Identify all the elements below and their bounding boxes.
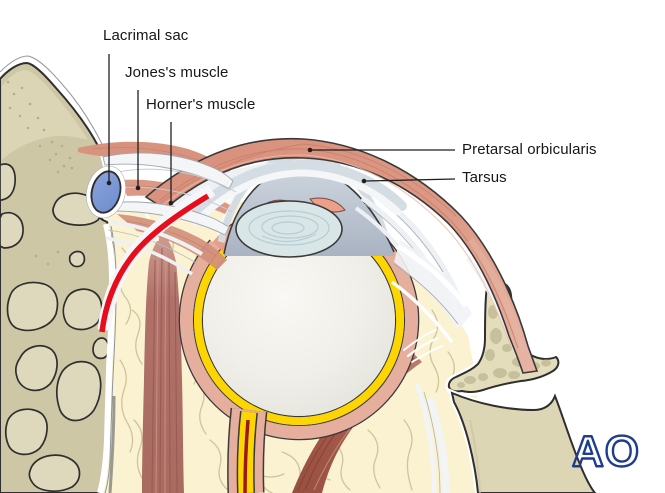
- pretarsal-orbicularis-band: [144, 137, 539, 374]
- lateral-rectus-tendon: [403, 329, 443, 363]
- bone-stipple: [6, 80, 74, 266]
- central-retinal-artery: [243, 419, 250, 493]
- label-tarsus: Tarsus: [462, 169, 507, 186]
- label-lacrimal-sac: Lacrimal sac: [103, 27, 189, 44]
- label-jones-muscle: Jones's muscle: [125, 64, 229, 81]
- medial-rectus-muscle: [142, 205, 184, 493]
- horner-muscle-highlight: [97, 184, 216, 333]
- eye-globe: [178, 224, 420, 441]
- ao-logo-text: AO: [572, 427, 640, 476]
- leader-tarsus: [365, 178, 456, 182]
- preseptal-fan: [78, 141, 231, 181]
- ao-logo: AO: [571, 426, 640, 477]
- leader-lines: [108, 54, 456, 201]
- label-horner-muscle: Horner's muscle: [146, 96, 256, 113]
- medial-orbital-bone: [0, 55, 117, 493]
- tarsus-band: [187, 159, 407, 219]
- ethmoid-air-cells: [0, 163, 110, 492]
- leader-dots: [106, 147, 367, 206]
- choroid-ring: [180, 240, 418, 439]
- lens: [235, 200, 343, 258]
- optic-nerve: [227, 407, 268, 493]
- zygomatic-wing: [450, 391, 597, 493]
- frontal-process: [2, 70, 88, 160]
- highlight-red-line: [99, 193, 210, 333]
- lacrimal-sac: [86, 165, 126, 219]
- label-pretarsal-orbicularis: Pretarsal orbicularis: [462, 141, 597, 158]
- anterior-segment: [212, 147, 395, 258]
- sclera-globe: [203, 224, 395, 416]
- retina-ring: [194, 249, 404, 425]
